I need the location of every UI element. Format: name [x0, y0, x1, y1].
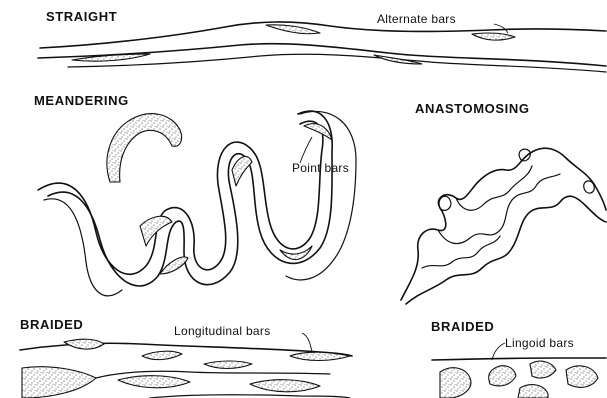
braided-linguoid-title: BRAIDED	[431, 319, 494, 334]
longitudinal-bar	[118, 376, 190, 388]
anastomosing-loop	[439, 196, 451, 210]
meander-valley-line	[44, 199, 122, 296]
anastomosing-channel	[456, 166, 532, 210]
braided-linguoid-bank	[432, 358, 606, 360]
longitudinal-bar	[22, 367, 96, 398]
meander-outer-bank	[38, 121, 323, 274]
alternate-bar	[72, 54, 150, 61]
alternate-bars-label: Alternate bars	[377, 12, 456, 26]
longitudinal-bar	[204, 361, 252, 369]
oxbow-lake	[107, 114, 182, 182]
straight-panel: STRAIGHT Alternate bars	[38, 9, 606, 72]
longitudinal-bar	[64, 339, 104, 349]
braided-longitudinal-title: BRAIDED	[20, 317, 83, 332]
point-bar	[304, 124, 332, 140]
braided-linguoid-panel: BRAIDED Lingoid bars	[431, 319, 606, 398]
lingoid-bars-label: Lingoid bars	[505, 336, 574, 350]
linguoid-bar	[489, 366, 516, 386]
straight-title: STRAIGHT	[46, 9, 117, 24]
meandering-title: MEANDERING	[34, 93, 129, 108]
anastomosing-loop	[584, 181, 595, 193]
anastomosing-panel: ANASTOMOSING	[401, 101, 606, 304]
alternate-bar	[266, 25, 320, 34]
point-bars-leader	[300, 137, 312, 163]
longitudinal-bar	[142, 351, 182, 359]
meandering-panel: MEANDERING Point bars	[34, 93, 356, 296]
longitudinal-bars-leader	[302, 333, 312, 352]
longitudinal-bar	[250, 380, 320, 392]
alternate-bar	[472, 33, 515, 40]
lingoid-bars-leader	[492, 343, 505, 360]
anastomosing-channel	[406, 196, 606, 304]
meander-inner-bank	[48, 111, 332, 286]
straight-lower-bank-outline	[68, 54, 606, 72]
alternate-bar	[374, 55, 422, 64]
linguoid-bar	[530, 361, 556, 378]
straight-upper-bank	[40, 22, 606, 48]
point-bar	[232, 156, 252, 186]
alternate-bars-leader	[494, 24, 508, 33]
linguoid-bar	[566, 366, 598, 388]
anastomosing-title: ANASTOMOSING	[415, 101, 530, 116]
linguoid-bar	[440, 368, 471, 398]
longitudinal-bars-label: Longitudinal bars	[174, 324, 271, 338]
linguoid-bar	[518, 385, 548, 398]
braided-longitudinal-panel: BRAIDED Longitudinal bars	[20, 317, 352, 398]
